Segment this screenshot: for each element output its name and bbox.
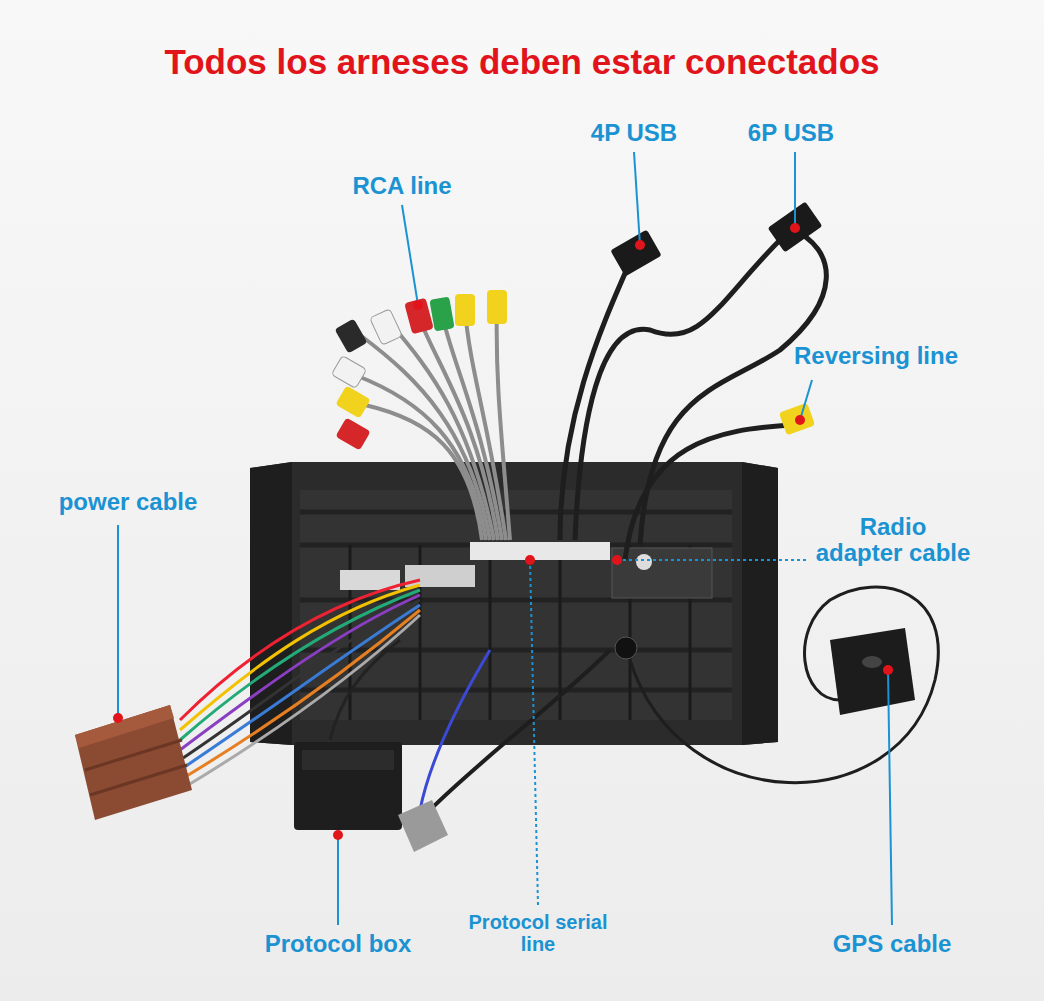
page-title: Todos los arneses deben estar conectados [164,43,879,82]
callout-label: 4P USB [591,120,677,146]
callout-label: Radio adapter cable [814,514,972,567]
power-connector [75,705,192,820]
protocol-box-top [302,750,394,770]
protocol-box [294,742,402,830]
serial-connector [398,800,448,852]
head-unit [250,462,778,745]
dotted-leader-lines [530,560,808,905]
usb-cables [560,228,826,560]
rca-cables [355,305,510,540]
callout-label: RCA line [352,173,451,199]
callout-label: GPS cable [833,931,952,957]
callout-label: Protocol serial line [466,911,611,955]
leader-dots [113,223,893,840]
callout-label: 6P USB [748,120,834,146]
reversing-plug [779,403,815,436]
callout-label: Reversing line [794,343,958,369]
gps-antenna [630,587,938,783]
serial-cable [430,650,610,810]
callout-label: Protocol box [265,931,412,957]
callout-label: power cable [59,489,198,515]
usb-4p-connector [610,230,661,277]
rca-plugs [331,290,507,451]
leader-lines [118,152,892,925]
